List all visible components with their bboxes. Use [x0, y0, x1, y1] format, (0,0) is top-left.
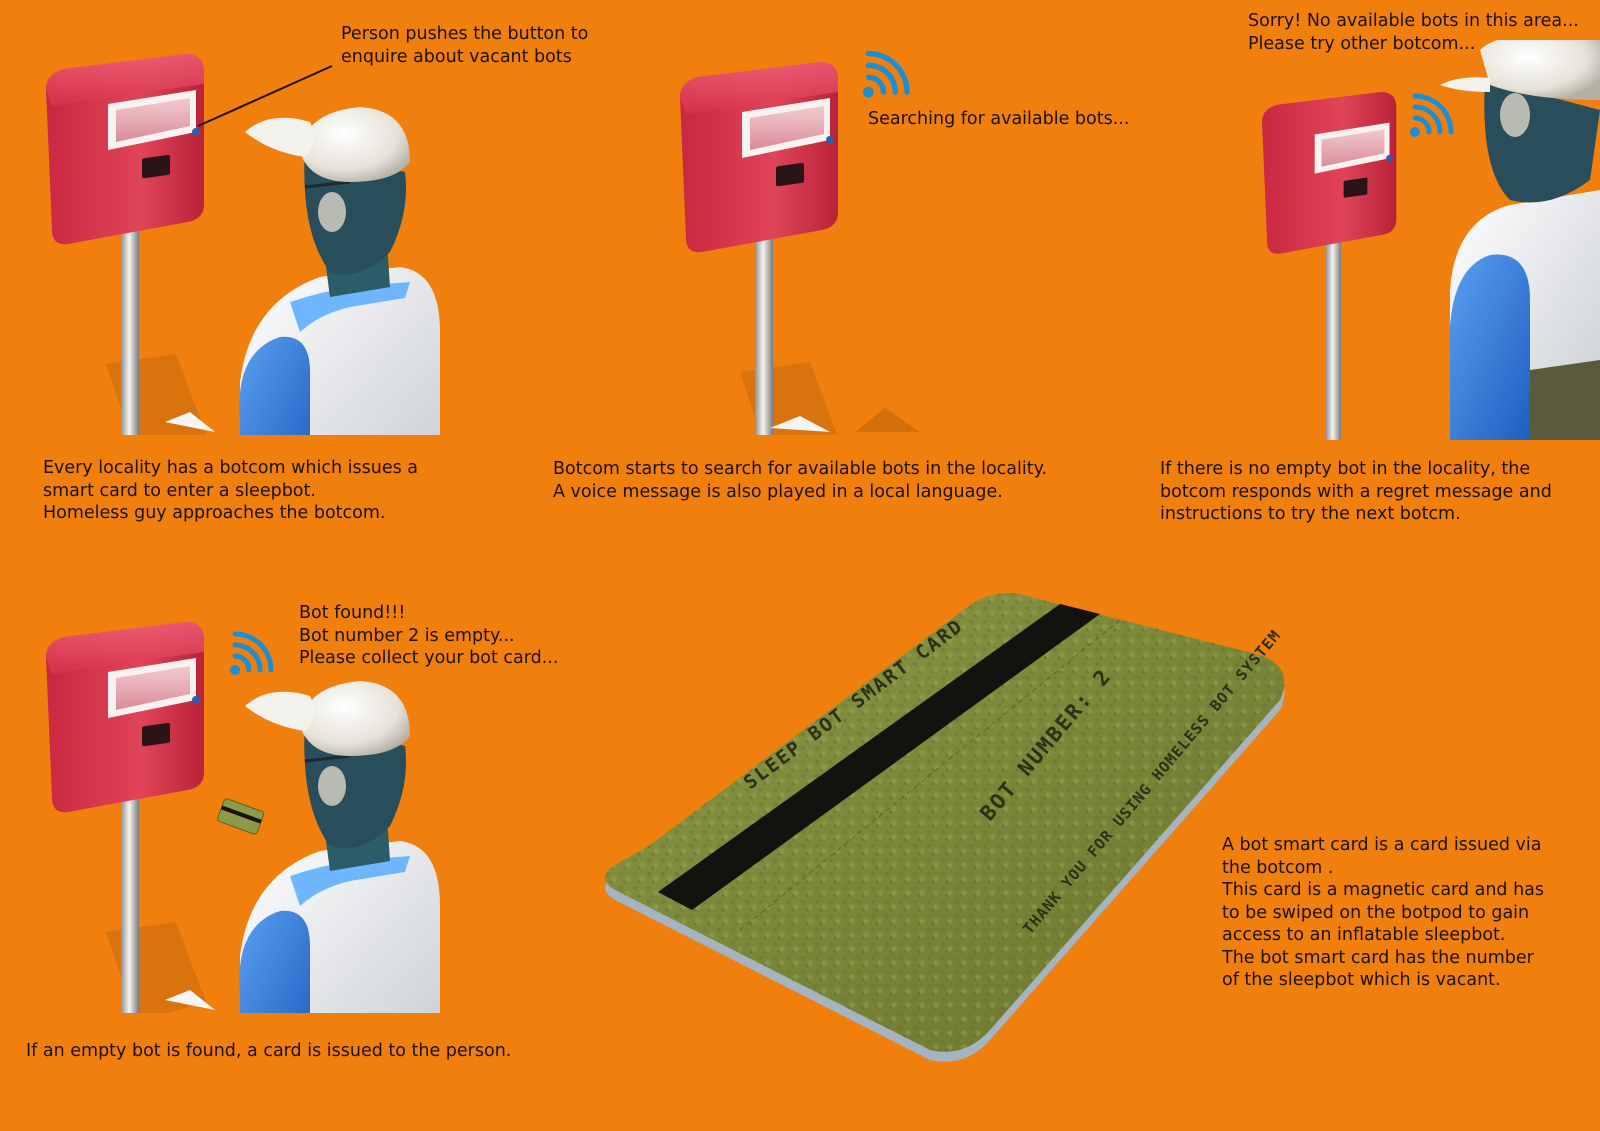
- panel2-illustration: [660, 40, 960, 435]
- panel4-caption: If an empty bot is found, a card is issu…: [26, 1041, 512, 1061]
- homeless-person: [237, 105, 442, 435]
- botcom-kiosk: [680, 62, 840, 435]
- botcom-kiosk: [46, 622, 206, 1013]
- wifi-signal-icon: [862, 45, 922, 105]
- panel3-callout: Sorry! No available bots in this area...…: [1248, 11, 1579, 54]
- panel3-illustration: [1250, 40, 1600, 440]
- bot-smart-card: SLEEP BOT SMART CARD BOT NUMBER: 2 THANK…: [590, 590, 1310, 1070]
- panel1-illustration: [40, 40, 460, 435]
- botcom-kiosk: [46, 54, 206, 435]
- wifi-signal-icon: [230, 634, 271, 675]
- panel2-callout: Searching for available bots...: [868, 109, 1130, 129]
- homeless-person: [237, 679, 442, 1013]
- card-description: A bot smart card is a card issued via th…: [1222, 835, 1545, 990]
- botcom-kiosk: [1262, 92, 1397, 440]
- callout-line: [197, 65, 333, 127]
- panel2-caption: Botcom starts to search for available bo…: [553, 459, 1048, 502]
- panel4-callout: Bot found!!! Bot number 2 is empty... Pl…: [299, 603, 559, 668]
- panel1-caption: Every locality has a botcom which issues…: [43, 458, 419, 523]
- panel3-caption: If there is no empty bot in the locality…: [1160, 459, 1552, 524]
- wifi-signal-icon: [1410, 96, 1451, 137]
- magnetic-stripe: [658, 604, 1100, 910]
- panel1-callout: Person pushes the button to enquire abou…: [341, 24, 589, 67]
- homeless-person: [1440, 40, 1600, 440]
- panel4-illustration: [40, 618, 460, 1013]
- issued-card-icon: [217, 798, 265, 835]
